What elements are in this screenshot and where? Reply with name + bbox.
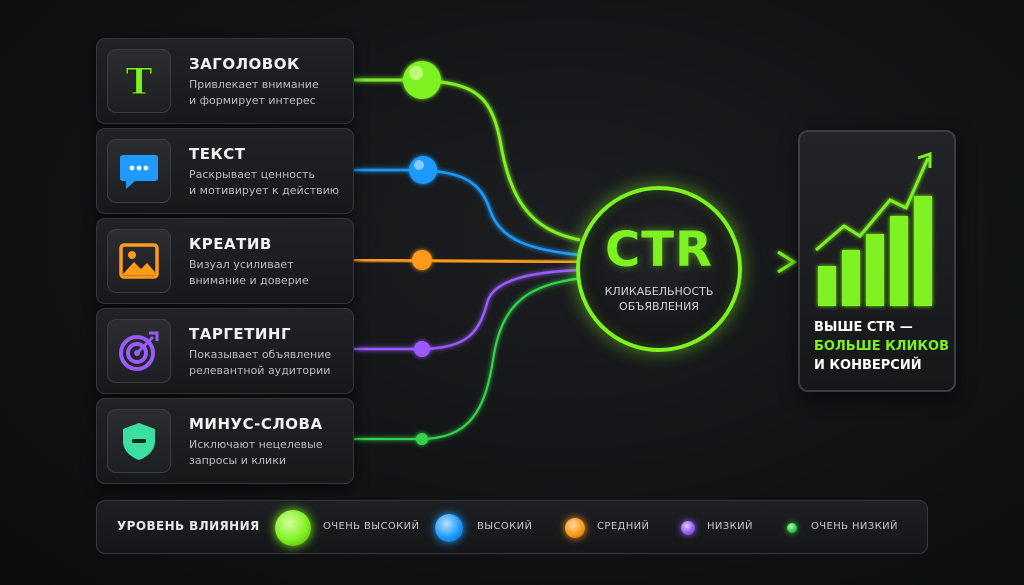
- legend-dot-high: [435, 514, 463, 542]
- factor-card-text: ТЕКСТ Раскрывает ценность и мотивирует к…: [96, 128, 354, 214]
- factor-description-line: запросы и клики: [189, 454, 286, 467]
- factor-title: ТЕКСТ: [189, 145, 246, 163]
- factor-title: ТАРГЕТИНГ: [189, 325, 292, 343]
- arrow-head-icon: [777, 250, 797, 274]
- shield-minus-icon: [107, 409, 171, 473]
- connector-line-text: [354, 168, 581, 257]
- factor-description-line: Раскрывает ценность: [189, 168, 315, 181]
- chat-bubble-icon: [107, 139, 171, 203]
- factor-description-line: Показывает объявление: [189, 348, 332, 361]
- legend-dot-very-low: [787, 523, 797, 533]
- result-line: И КОНВЕРСИЙ: [814, 358, 922, 373]
- legend-dot-very-high: [275, 510, 311, 546]
- connector-line-creative: [353, 258, 581, 264]
- influence-legend: УРОВЕНЬ ВЛИЯНИЯ ОЧЕНЬ ВЫСОКИЙ ВЫСОКИЙ СР…: [96, 500, 928, 554]
- legend-dot-medium: [565, 518, 585, 538]
- factor-description: Визуал усиливает внимание и доверие: [189, 257, 349, 289]
- ctr-subtitle-line: ОБЪЯВЛЕНИЯ: [619, 300, 699, 313]
- result-line-highlight: БОЛЬШЕ КЛИКОВ: [814, 339, 950, 354]
- factor-description-line: и мотивирует к действию: [189, 184, 340, 197]
- factor-card-headline: T ЗАГОЛОВОК Привлекает внимание и формир…: [96, 38, 354, 124]
- factor-description: Раскрывает ценность и мотивирует к дейст…: [189, 167, 349, 199]
- factor-description: Привлекает внимание и формирует интерес: [189, 77, 349, 109]
- node-very-high-shine: [409, 66, 423, 80]
- factor-description: Исключают нецелевые запросы и клики: [189, 437, 349, 469]
- factor-card-creative: КРЕАТИВ Визуал усиливает внимание и дове…: [96, 218, 354, 304]
- legend-label: СРЕДНИЙ: [597, 521, 650, 532]
- ctr-subtitle: КЛИКАБЕЛЬНОСТЬ ОБЪЯВЛЕНИЯ: [580, 284, 738, 314]
- node-high: [409, 156, 437, 184]
- node-high-shine: [414, 160, 424, 170]
- factor-description-line: Визуал усиливает: [189, 258, 294, 271]
- ctr-subtitle-line: КЛИКАБЕЛЬНОСТЬ: [604, 285, 714, 298]
- ctr-hub: CTR КЛИКАБЕЛЬНОСТЬ ОБЪЯВЛЕНИЯ: [576, 186, 742, 352]
- factor-title: МИНУС-СЛОВА: [189, 415, 323, 433]
- result-panel: ВЫШЕ CTR — БОЛЬШЕ КЛИКОВ И КОНВЕРСИЙ: [798, 130, 956, 392]
- result-line: ВЫШЕ CTR —: [814, 320, 913, 335]
- ctr-label: CTR: [605, 222, 713, 278]
- factor-description-line: внимание и доверие: [189, 274, 309, 287]
- factor-description-line: Исключают нецелевые: [189, 438, 323, 451]
- connector-line-targeting: [354, 268, 581, 351]
- legend-label: ОЧЕНЬ НИЗКИЙ: [811, 521, 898, 532]
- growth-bar-chart-icon: [815, 151, 932, 306]
- node-very-low: [416, 433, 428, 445]
- factor-card-negative-keywords: МИНУС-СЛОВА Исключают нецелевые запросы …: [96, 398, 354, 484]
- legend-label: ВЫСОКИЙ: [477, 521, 533, 532]
- legend-dot-low: [681, 521, 695, 535]
- connector-line-negative-keywords: [354, 276, 583, 441]
- legend-label: ОЧЕНЬ ВЫСОКИЙ: [323, 521, 420, 532]
- factor-description: Показывает объявление релевантной аудито…: [189, 347, 349, 379]
- factor-title: ЗАГОЛОВОК: [189, 55, 300, 73]
- factor-description-line: и формирует интерес: [189, 94, 316, 107]
- image-icon: [107, 229, 171, 293]
- svg-text:T: T: [126, 61, 153, 101]
- node-medium: [412, 250, 432, 270]
- factor-description-line: Привлекает внимание: [189, 78, 319, 91]
- headline-t-icon: T: [107, 49, 171, 113]
- result-text: ВЫШЕ CTR — БОЛЬШЕ КЛИКОВ И КОНВЕРСИЙ: [814, 318, 950, 375]
- connector-line-headline: [354, 78, 581, 242]
- factor-card-targeting: ТАРГЕТИНГ Показывает объявление релевант…: [96, 308, 354, 394]
- node-very-high: [403, 61, 441, 99]
- legend-title: УРОВЕНЬ ВЛИЯНИЯ: [117, 519, 260, 533]
- legend-label: НИЗКИЙ: [707, 521, 753, 532]
- factor-description-line: релевантной аудитории: [189, 364, 331, 377]
- target-icon: [107, 319, 171, 383]
- node-low: [414, 341, 430, 357]
- factor-title: КРЕАТИВ: [189, 235, 272, 253]
